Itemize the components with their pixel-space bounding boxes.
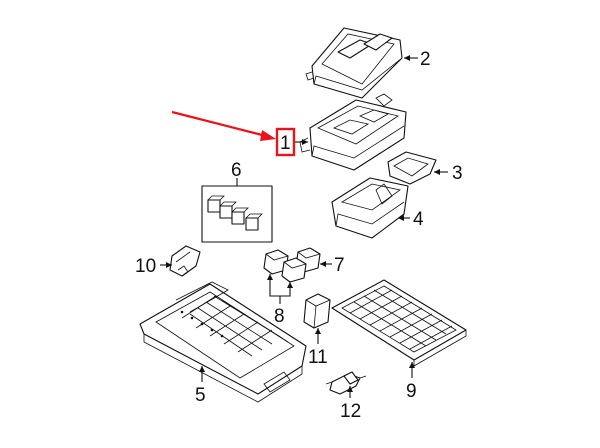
callout-10[interactable]: 10 <box>135 256 156 277</box>
part-11-relay[interactable] <box>303 293 331 329</box>
part-10-fuse[interactable] <box>169 245 201 277</box>
part-2-cover[interactable] <box>305 27 403 99</box>
part-12-clip[interactable] <box>325 371 367 395</box>
part-3-relay-cover[interactable] <box>387 151 437 185</box>
part-5-base[interactable] <box>139 281 307 403</box>
callout-8[interactable]: 8 <box>274 306 285 327</box>
callout-5[interactable]: 5 <box>195 385 206 406</box>
callout-labels: 1 2 3 4 5 6 7 8 9 10 11 12 <box>135 49 463 422</box>
part-8-relay-b[interactable] <box>281 257 307 283</box>
highlight-arrow <box>171 110 276 141</box>
part-6-relay-kit[interactable] <box>201 185 273 243</box>
callout-6[interactable]: 6 <box>231 160 242 181</box>
highlight-box <box>275 127 296 157</box>
callout-9[interactable]: 9 <box>406 381 417 402</box>
part-1-upper-housing[interactable] <box>299 93 407 171</box>
callout-11[interactable]: 11 <box>308 347 328 368</box>
leader-lines <box>160 55 448 398</box>
callout-1[interactable]: 1 <box>280 133 291 154</box>
callout-2[interactable]: 2 <box>420 49 431 70</box>
callout-7[interactable]: 7 <box>334 255 345 276</box>
callout-3[interactable]: 3 <box>452 163 463 184</box>
callout-4[interactable]: 4 <box>413 209 424 230</box>
part-4-tray[interactable] <box>331 177 409 239</box>
part-9-grid-cover[interactable] <box>331 279 467 367</box>
callout-12[interactable]: 12 <box>340 401 361 422</box>
